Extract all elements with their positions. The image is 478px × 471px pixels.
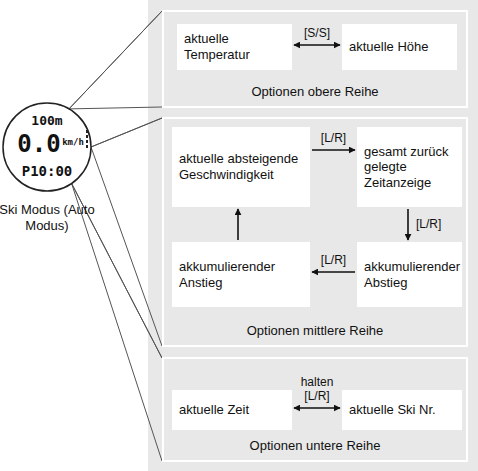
option-box: akkumulierender Anstieg [172, 242, 310, 307]
key-label: halten [L/R] [293, 376, 341, 404]
key-label: [S/S] [302, 27, 332, 41]
option-box: gesamt zurück gelegte Zeitanzeige [357, 127, 462, 207]
callout-wedge [69, 11, 162, 109]
display-reading: 100m [2, 114, 92, 127]
callout-wedge [91, 118, 162, 346]
panel-caption: Optionen obere Reihe [164, 84, 466, 99]
option-label: akkumulierender Anstieg [179, 259, 303, 290]
watch-display: 100m0.0km/hP10:00Ski Modus (Auto Modus) [2, 102, 92, 192]
option-label: aktuelle absteigende Geschwindigkeit [179, 151, 303, 182]
option-box: aktuelle absteigende Geschwindigkeit [172, 127, 310, 207]
mode-arrow [407, 209, 409, 240]
mode-arrow [237, 209, 239, 240]
option-panel: aktuelle Zeit aktuelle Ski Nr. Optionen un… [162, 357, 468, 462]
key-label: [L/R] [414, 218, 443, 232]
mode-arrow [312, 149, 355, 151]
mode-arrow [294, 44, 340, 46]
option-box: akkumulierender Abstieg [357, 242, 462, 307]
panel-caption: Optionen untere Reihe [164, 438, 466, 453]
option-box: aktuelle Temperatur [177, 24, 292, 70]
option-box: aktuelle Höhe [342, 24, 457, 70]
option-box: aktuelle Zeit [172, 390, 292, 430]
panel-caption: Optionen mittlere Reihe [164, 323, 466, 338]
mode-arrow [294, 407, 340, 409]
option-label: aktuelle Temperatur [184, 31, 285, 62]
option-label: akkumulierender Abstieg [364, 259, 455, 290]
option-box: aktuelle Ski Nr. [342, 390, 462, 430]
display-reading: km/h [60, 138, 86, 147]
option-label: gesamt zurück gelegte Zeitanzeige [364, 144, 455, 191]
option-panel: aktuelle absteigende Geschwindigkeit gesa… [162, 117, 468, 347]
option-label: aktuelle Höhe [349, 39, 450, 55]
mode-caption: Ski Modus (Auto Modus) [0, 202, 96, 233]
mode-arrow [312, 271, 355, 273]
key-label: [L/R] [319, 254, 348, 268]
option-label: aktuelle Ski Nr. [349, 402, 455, 418]
callout-wedge [72, 183, 162, 461]
key-label: [L/R] [319, 132, 348, 146]
option-label: aktuelle Zeit [179, 402, 285, 418]
display-reading: P10:00 [2, 164, 92, 178]
display-reading: 0.0 [16, 132, 62, 156]
options-ground [148, 0, 478, 471]
option-panel: aktuelle Temperatur aktuelle HöheOptionen… [162, 10, 468, 108]
